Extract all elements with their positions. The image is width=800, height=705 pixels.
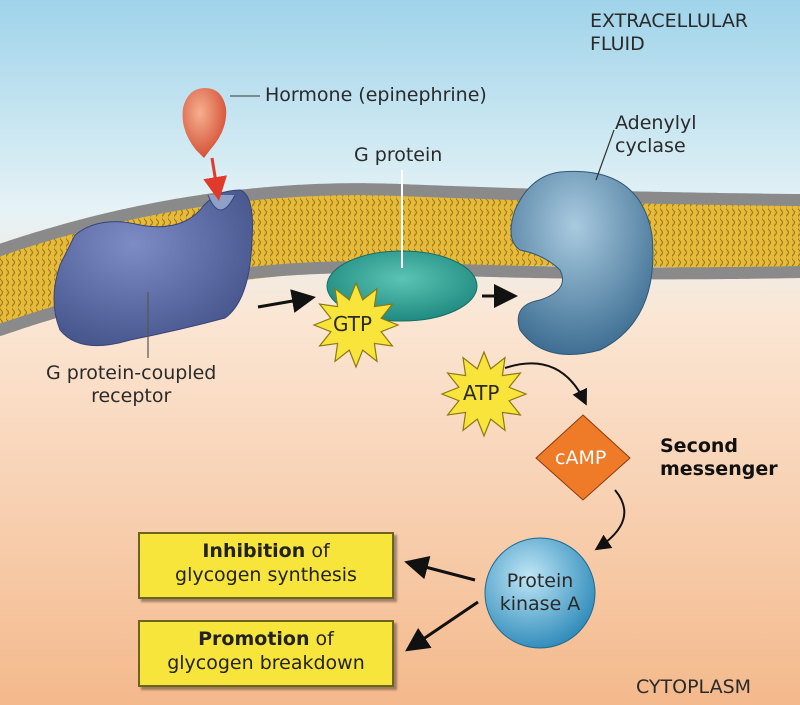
outcome-bold: Promotion (198, 628, 310, 650)
binding-arrow (203, 157, 227, 201)
camp-diamond (535, 414, 631, 501)
arrow-atp-to-camp (504, 362, 588, 406)
camp-label: cAMP (555, 447, 607, 469)
hormone-icon (182, 88, 227, 158)
outcome-rest: of (305, 540, 330, 562)
g-protein-label: G protein (354, 144, 443, 166)
adenylyl-leader (595, 129, 615, 181)
outcome-line2: glycogen synthesis (175, 564, 357, 586)
outcome-line2: glycogen breakdown (167, 652, 365, 674)
atp-label: ATP (463, 381, 500, 405)
hormone-label: Hormone (epinephrine) (265, 84, 487, 106)
arrow-camp-to-pka (594, 489, 626, 551)
outcome-bold: Inhibition (202, 540, 306, 562)
outcome-box-promotion: Promotion of glycogen breakdown (138, 620, 394, 687)
g-protein-coupled-receptor (53, 189, 253, 347)
outcome-box-inhibition: Inhibition of glycogen synthesis (138, 532, 394, 599)
gtp-star (312, 281, 400, 369)
arrow-receptor-to-gprotein (257, 289, 316, 313)
gtp-label: GTP (333, 312, 373, 336)
arrow-pka-inhibition (404, 555, 476, 582)
arrow-pka-promotion (405, 600, 479, 652)
atp-star (440, 350, 528, 438)
outcome-rest: of (309, 628, 334, 650)
adenylyl-cyclase (510, 170, 654, 355)
protein-kinase-a (484, 537, 596, 649)
cytoplasm-label: CYTOPLASM (636, 676, 752, 698)
